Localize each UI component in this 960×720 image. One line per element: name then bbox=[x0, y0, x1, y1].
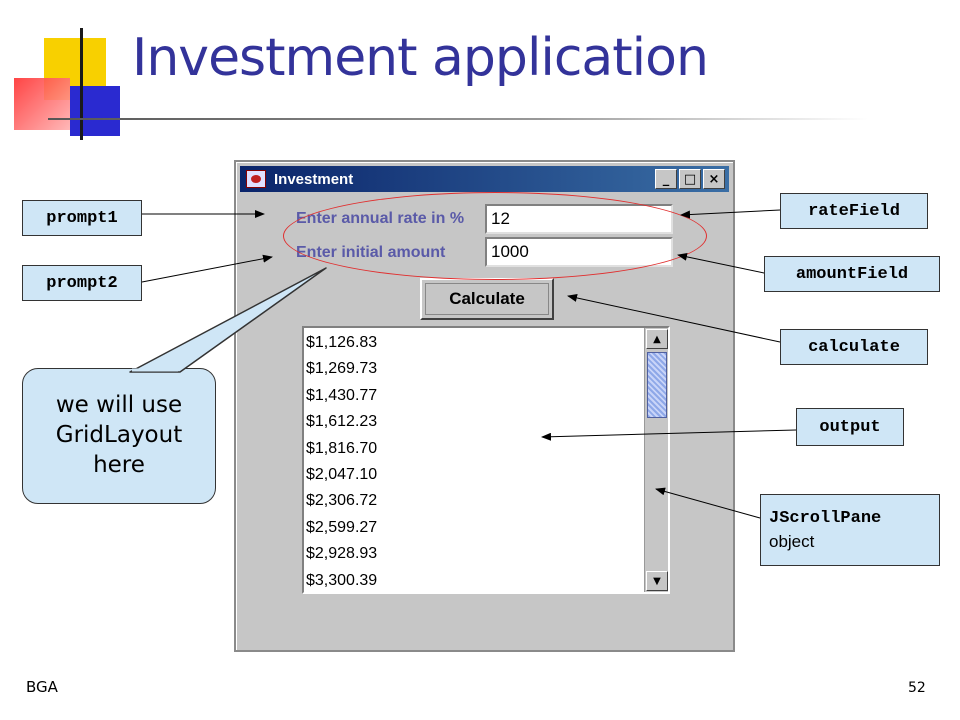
window-title: Investment bbox=[274, 170, 354, 188]
calculate-button[interactable]: Calculate bbox=[420, 278, 554, 320]
ratefield-callout: rateField bbox=[780, 193, 928, 229]
output-line: $2,928.93 bbox=[306, 545, 378, 563]
prompt2-callout: prompt2 bbox=[22, 265, 142, 301]
close-button[interactable]: × bbox=[703, 169, 725, 189]
output-text-area[interactable]: $1,126.83 $1,269.73 $1,430.77 $1,612.23 … bbox=[306, 330, 642, 594]
prompt1-callout: prompt1 bbox=[22, 200, 142, 236]
output-line: $2,306.72 bbox=[306, 492, 378, 510]
output-line: $2,047.10 bbox=[306, 465, 378, 483]
scroll-thumb[interactable] bbox=[647, 352, 667, 418]
output-line: $2,599.27 bbox=[306, 518, 378, 536]
output-scroll-pane[interactable]: $1,126.83 $1,269.73 $1,430.77 $1,612.23 … bbox=[302, 326, 670, 594]
footer-author: BGA bbox=[26, 678, 58, 696]
window-title-bar[interactable]: Investment _ □ × bbox=[240, 166, 729, 192]
output-line: $1,816.70 bbox=[306, 439, 378, 457]
jscrollpane-callout-title: JScrollPane bbox=[769, 508, 882, 528]
output-line: $1,612.23 bbox=[306, 413, 378, 431]
output-line: $1,269.73 bbox=[306, 360, 378, 378]
output-line: $1,430.77 bbox=[306, 386, 378, 404]
highlight-ellipse bbox=[283, 192, 707, 280]
jscrollpane-callout: JScrollPane object bbox=[760, 494, 940, 566]
scroll-up-button[interactable]: ▲ bbox=[646, 329, 668, 349]
decor-blue-square bbox=[70, 86, 120, 136]
output-line: $1,126.83 bbox=[306, 334, 378, 351]
output-line: $3,300.39 bbox=[306, 571, 378, 589]
jscrollpane-callout-sub: object bbox=[769, 531, 815, 551]
scroll-down-button[interactable]: ▼ bbox=[646, 571, 668, 591]
speech-bubble: we will use GridLayout here bbox=[22, 368, 216, 504]
decor-red-square bbox=[14, 78, 70, 130]
minimize-button[interactable]: _ bbox=[655, 169, 677, 189]
calculate-callout: calculate bbox=[780, 329, 928, 365]
page-number: 52 bbox=[908, 680, 926, 696]
maximize-button[interactable]: □ bbox=[679, 169, 701, 189]
decor-vertical-line bbox=[80, 28, 83, 140]
slide-title: Investment application bbox=[132, 28, 709, 88]
amountfield-callout: amountField bbox=[764, 256, 940, 292]
output-callout: output bbox=[796, 408, 904, 446]
decor-horizontal-line bbox=[48, 118, 868, 120]
vertical-scrollbar[interactable]: ▲ ▼ bbox=[644, 328, 668, 592]
java-app-icon[interactable] bbox=[246, 170, 266, 188]
window-controls: _ □ × bbox=[655, 169, 725, 189]
